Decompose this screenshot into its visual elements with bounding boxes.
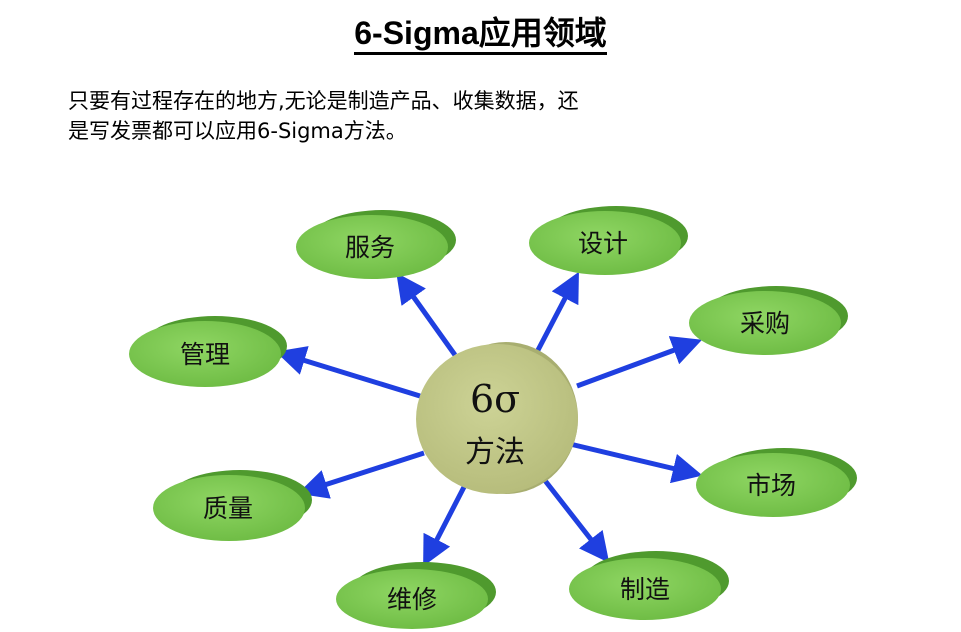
node-maintenance: 维修 (336, 562, 496, 629)
arrow-to-service (396, 272, 458, 357)
page-title-text: 6-Sigma应用领域 (354, 15, 607, 55)
intro-line-1: 只要有过程存在的地方,无论是制造产品、收集数据，还 (68, 89, 579, 113)
node-quality-label: 质量 (203, 494, 253, 523)
node-quality: 质量 (153, 470, 312, 541)
node-design-label: 设计 (578, 229, 628, 258)
arrow-to-quality (297, 450, 425, 499)
node-service: 服务 (296, 210, 456, 279)
intro-line-2: 是写发票都可以应用6-Sigma方法。 (68, 119, 407, 143)
arrow-to-market (569, 441, 703, 484)
arrow-to-maintenance (423, 485, 467, 567)
center-label: 方法 (465, 435, 525, 470)
node-management: 管理 (129, 316, 287, 387)
node-market: 市场 (696, 448, 857, 517)
node-design: 设计 (529, 206, 688, 275)
arrow-to-manufacturing (541, 476, 610, 563)
arrow-to-design (534, 271, 579, 354)
node-service-label: 服务 (345, 233, 395, 262)
center-node-face (416, 344, 578, 494)
node-purchase: 采购 (689, 286, 848, 355)
center-symbol: 6σ (470, 377, 520, 421)
node-manufacturing: 制造 (569, 551, 729, 620)
node-manufacturing-label: 制造 (620, 575, 670, 604)
page-title: 6-Sigma应用领域 (0, 8, 961, 55)
node-market-label: 市场 (746, 471, 796, 500)
node-purchase-label: 采购 (740, 309, 790, 338)
node-maintenance-label: 维修 (387, 585, 437, 614)
node-management-label: 管理 (180, 340, 230, 369)
center-node: 6σ 方法 (416, 342, 578, 494)
arrow-to-purchase (576, 336, 703, 389)
intro-paragraph: 只要有过程存在的地方,无论是制造产品、收集数据，还 是写发票都可以应用6-Sig… (68, 86, 768, 146)
arrows (275, 271, 703, 567)
arrow-to-management (275, 346, 421, 399)
